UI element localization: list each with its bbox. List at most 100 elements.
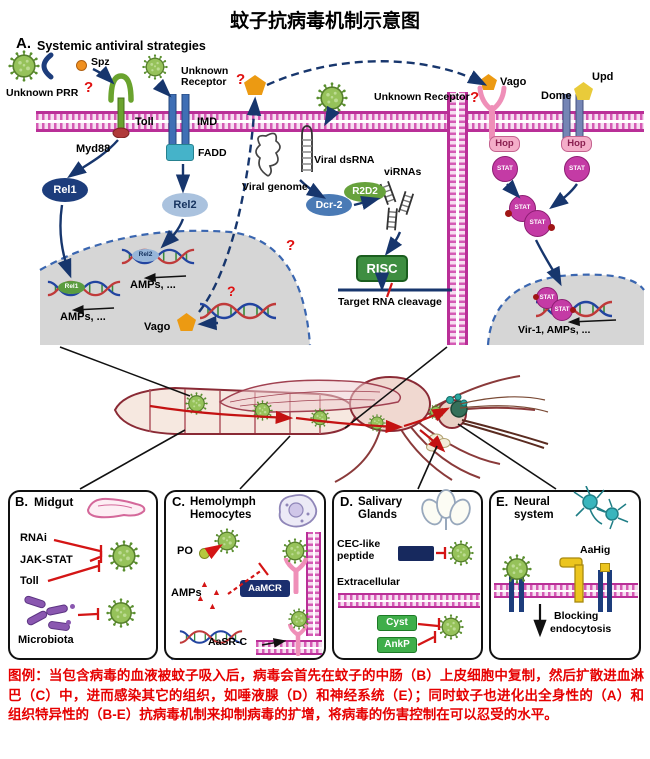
amp-peptide-icon: ▲ [196, 593, 205, 603]
plasma-membrane-left [36, 111, 448, 132]
fadd-protein [166, 144, 194, 161]
cec-like-label-1: CEC-like [337, 538, 381, 550]
neuron-icon [573, 486, 629, 530]
blocking-endocytosis-label-1: Blocking [554, 610, 599, 622]
virus-icon [8, 50, 40, 82]
question-mark: ? [84, 79, 94, 96]
unknown-prr-label: Unknown PRR [6, 87, 79, 99]
figure-caption: 图例：当包含病毒的血液被蚊子吸入后，病毒会首先在蚊子的中肠（B）上皮细胞中复制，… [8, 668, 644, 723]
aahig-protein-icon [559, 557, 584, 603]
virus-icon [316, 82, 348, 114]
virnas-label: viRNAs [384, 166, 422, 178]
unknown-receptor-label-1: Unknown [181, 65, 229, 77]
vago-label: Vago [500, 76, 527, 88]
blocking-endocytosis-label-2: endocytosis [550, 623, 612, 635]
question-mark: ? [286, 237, 296, 254]
dome-label: Dome [541, 90, 572, 102]
cyst-box: Cyst [377, 615, 417, 631]
jak-stat-label: JAK-STAT [20, 554, 73, 566]
virus-icon [108, 540, 140, 572]
virus-icon [438, 614, 464, 640]
hemocyte-icon [278, 494, 318, 528]
question-mark: ? [470, 89, 480, 106]
panel-a-title: Systemic antiviral strategies [37, 39, 206, 53]
viral-genome-icon [255, 132, 281, 177]
amps-label: AMPs, ... [130, 279, 176, 291]
hop-protein: Hop [561, 136, 592, 152]
target-rna-cleavage-label: Target RNA cleavage [338, 296, 442, 308]
virus-icon [448, 540, 474, 566]
question-mark: ? [227, 283, 236, 299]
stat-dimer: STAT [524, 210, 551, 237]
phosphate-icon [548, 224, 555, 231]
panel-d-letter: D. [340, 494, 353, 509]
panel-e-title-2: system [514, 509, 554, 521]
toll-label: Toll [20, 575, 39, 587]
extracellular-label: Extracellular [337, 576, 401, 588]
spz-label: Spz [91, 56, 110, 68]
neuron-receptor [509, 568, 524, 612]
phosphate-icon [505, 210, 512, 217]
bacterium-icon [70, 604, 75, 609]
toll-label: Toll [135, 116, 154, 128]
panel-d-title-1: Salivary [358, 496, 403, 508]
amp-peptide-icon: ▲ [208, 601, 217, 611]
neuron-membrane [494, 583, 638, 598]
virus-icon [185, 392, 208, 415]
salivary-gland-icon [421, 489, 471, 530]
virus-icon [252, 400, 273, 421]
myd88-label: Myd88 [76, 143, 111, 155]
phosphate-icon [533, 294, 539, 300]
cec-peptide-icon [398, 546, 434, 561]
vago-pentagon-icon [244, 75, 266, 95]
hop-protein: Hop [489, 136, 520, 152]
virus-icon [282, 538, 308, 564]
panel-b-letter: B. [15, 494, 28, 509]
amp-peptide-icon: ▲ [212, 587, 221, 597]
virus-icon [214, 528, 240, 554]
rel2-on-dna: Rel2 [132, 249, 159, 262]
imd-label: IMD [197, 116, 218, 128]
panel-c-title-1: Hemolymph [190, 496, 256, 508]
virus-icon [310, 408, 330, 428]
imd-receptor [168, 94, 190, 146]
risc-complex: RISC [356, 255, 408, 282]
po-label: PO [177, 545, 193, 557]
unknown-prr-icon [41, 52, 54, 80]
hemocyte-membrane [306, 532, 321, 636]
spz-ligand-icon [76, 60, 87, 71]
virus-icon [106, 598, 136, 628]
virus-icon [428, 404, 444, 420]
dna-icon [198, 302, 278, 320]
hemocyte-membrane-bottom [256, 640, 322, 655]
panel-e-title-1: Neural [514, 496, 550, 508]
plasma-membrane-right [466, 111, 644, 132]
panel-c-letter: C. [172, 494, 185, 509]
unknown-receptor-right-icon [477, 85, 507, 140]
amp-peptide-icon: ▲ [200, 579, 209, 589]
rnai-label: RNAi [20, 532, 47, 544]
phosphate-icon [570, 307, 576, 313]
bacterium-icon [66, 620, 71, 625]
panel-b-title: Midgut [34, 495, 74, 509]
salivary-membrane [338, 593, 480, 608]
viral-dsrna-label: Viral dsRNA [314, 154, 375, 166]
po-molecule-icon [199, 548, 210, 559]
stat-protein: STAT [492, 156, 518, 182]
figure-title: 蚊子抗病毒机制示意图 [229, 11, 420, 32]
unknown-receptor-label-2: Receptor [181, 76, 227, 88]
virnas-sirna-icons [379, 180, 415, 232]
amps-label: AMPs, ... [60, 311, 106, 323]
viral-genome-label: Viral genome [242, 181, 308, 193]
toll-receptor [108, 73, 134, 138]
midgut-icon [86, 497, 146, 519]
rel1-on-dna: Rel1 [58, 281, 85, 294]
dome-receptor [562, 94, 584, 144]
vir1-amps-label: Vir-1, AMPs, ... [518, 324, 591, 336]
vago-pentagon-icon [480, 74, 497, 90]
cec-like-label-2: peptide [337, 550, 375, 562]
ankp-box: AnkP [377, 637, 417, 653]
aamcr-receptor [283, 558, 309, 594]
panel-a-letter: A. [16, 35, 31, 52]
r2d2-protein: R2D2 [344, 182, 386, 202]
